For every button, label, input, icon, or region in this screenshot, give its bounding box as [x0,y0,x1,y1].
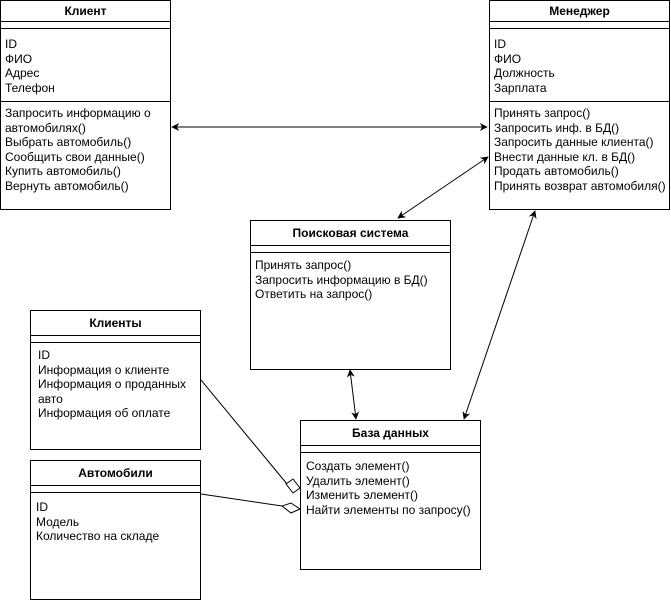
class-manager[interactable]: Менеджер ID ФИО Должность Зарплата Приня… [489,0,670,210]
class-methods: Принять запрос() Запросить информацию в … [251,253,450,305]
method: Изменить элемент() [306,488,419,502]
class-title: База данных [301,421,480,446]
link-cars-db [200,493,283,507]
method: Принять запрос() [255,258,352,272]
method: автомобилях() [5,120,86,135]
method: Внести данные кл. в БД() [494,149,636,164]
class-methods: Запросить информацию о автомобилях() Выб… [1,102,170,196]
class-cars[interactable]: Автомобили ID Модель Количество на склад… [30,460,201,600]
method: Вернуть автомобиль() [5,178,129,193]
link-search-manager [397,156,489,219]
method: Продать автомобиль() [494,164,619,178]
method: Принять возврат автомобиля() [494,178,666,193]
attribute: авто [38,391,63,406]
method: Ответить на запрос() [255,287,373,301]
class-separator [301,446,480,453]
class-title: Автомобили [31,461,200,486]
method: Запросить информацию о [5,106,151,120]
class-client[interactable]: Клиент ID ФИО Адрес Телефон Запросить ин… [0,0,171,210]
class-attributes: ID ФИО Должность Зарплата [490,29,669,102]
class-attributes: ID ФИО Адрес Телефон [1,29,170,102]
attribute: Зарплата [494,80,547,95]
method: Создать элемент() [306,459,410,473]
attribute: Информация об оплате [38,406,171,420]
class-separator [31,486,200,493]
method: Запросить инф. в БД() [494,120,620,135]
class-title: Поисковая система [251,221,450,246]
attribute: ФИО [494,51,522,66]
class-title: Клиенты [31,311,200,336]
attribute: Адрес [5,66,40,80]
class-attributes: ID Информация о клиенте Информация о про… [31,343,200,424]
class-methods: Создать элемент() Удалить элемент() Изме… [301,453,480,520]
class-attributes: ID Модель Количество на складе [31,493,200,547]
class-clients[interactable]: Клиенты ID Информация о клиенте Информац… [30,310,201,450]
method: Выбрать автомобиль() [5,135,132,149]
class-database[interactable]: База данных Создать элемент() Удалить эл… [300,420,481,570]
attribute: ID [494,37,506,51]
class-separator [490,22,669,29]
class-methods: Принять запрос() Запросить инф. в БД() З… [490,102,669,196]
attribute: Телефон [5,80,55,95]
class-title: Менеджер [490,1,669,22]
class-search-system[interactable]: Поисковая система Принять запрос() Запро… [250,220,451,370]
link-clients-db [200,379,288,485]
attribute: ФИО [5,51,33,66]
method: Запросить данные клиента() [494,135,654,149]
attribute: Должность [494,66,555,80]
class-separator [31,336,200,343]
attribute: Модель [36,514,80,529]
method: Принять запрос() [494,106,591,120]
attribute: Количество на складе [36,529,160,543]
link-manager-db [462,210,537,420]
class-title: Клиент [1,1,170,22]
aggregation-diamond-cars [280,502,302,514]
method: Удалить элемент() [306,473,410,488]
attribute: Информация о клиенте [38,362,170,377]
aggregation-diamond-clients [285,478,301,494]
method: Запросить информацию в БД() [255,272,428,287]
attribute: ID [5,37,17,51]
attribute: ID [36,500,48,514]
attribute: Информация о проданных [38,377,186,391]
link-search-db [346,369,360,420]
class-separator [1,22,170,29]
method: Купить автомобиль() [5,164,121,178]
method: Сообщить свои данные() [5,149,145,164]
class-separator [251,246,450,253]
method: Найти элементы по запросу() [306,502,471,517]
attribute: ID [38,348,50,362]
